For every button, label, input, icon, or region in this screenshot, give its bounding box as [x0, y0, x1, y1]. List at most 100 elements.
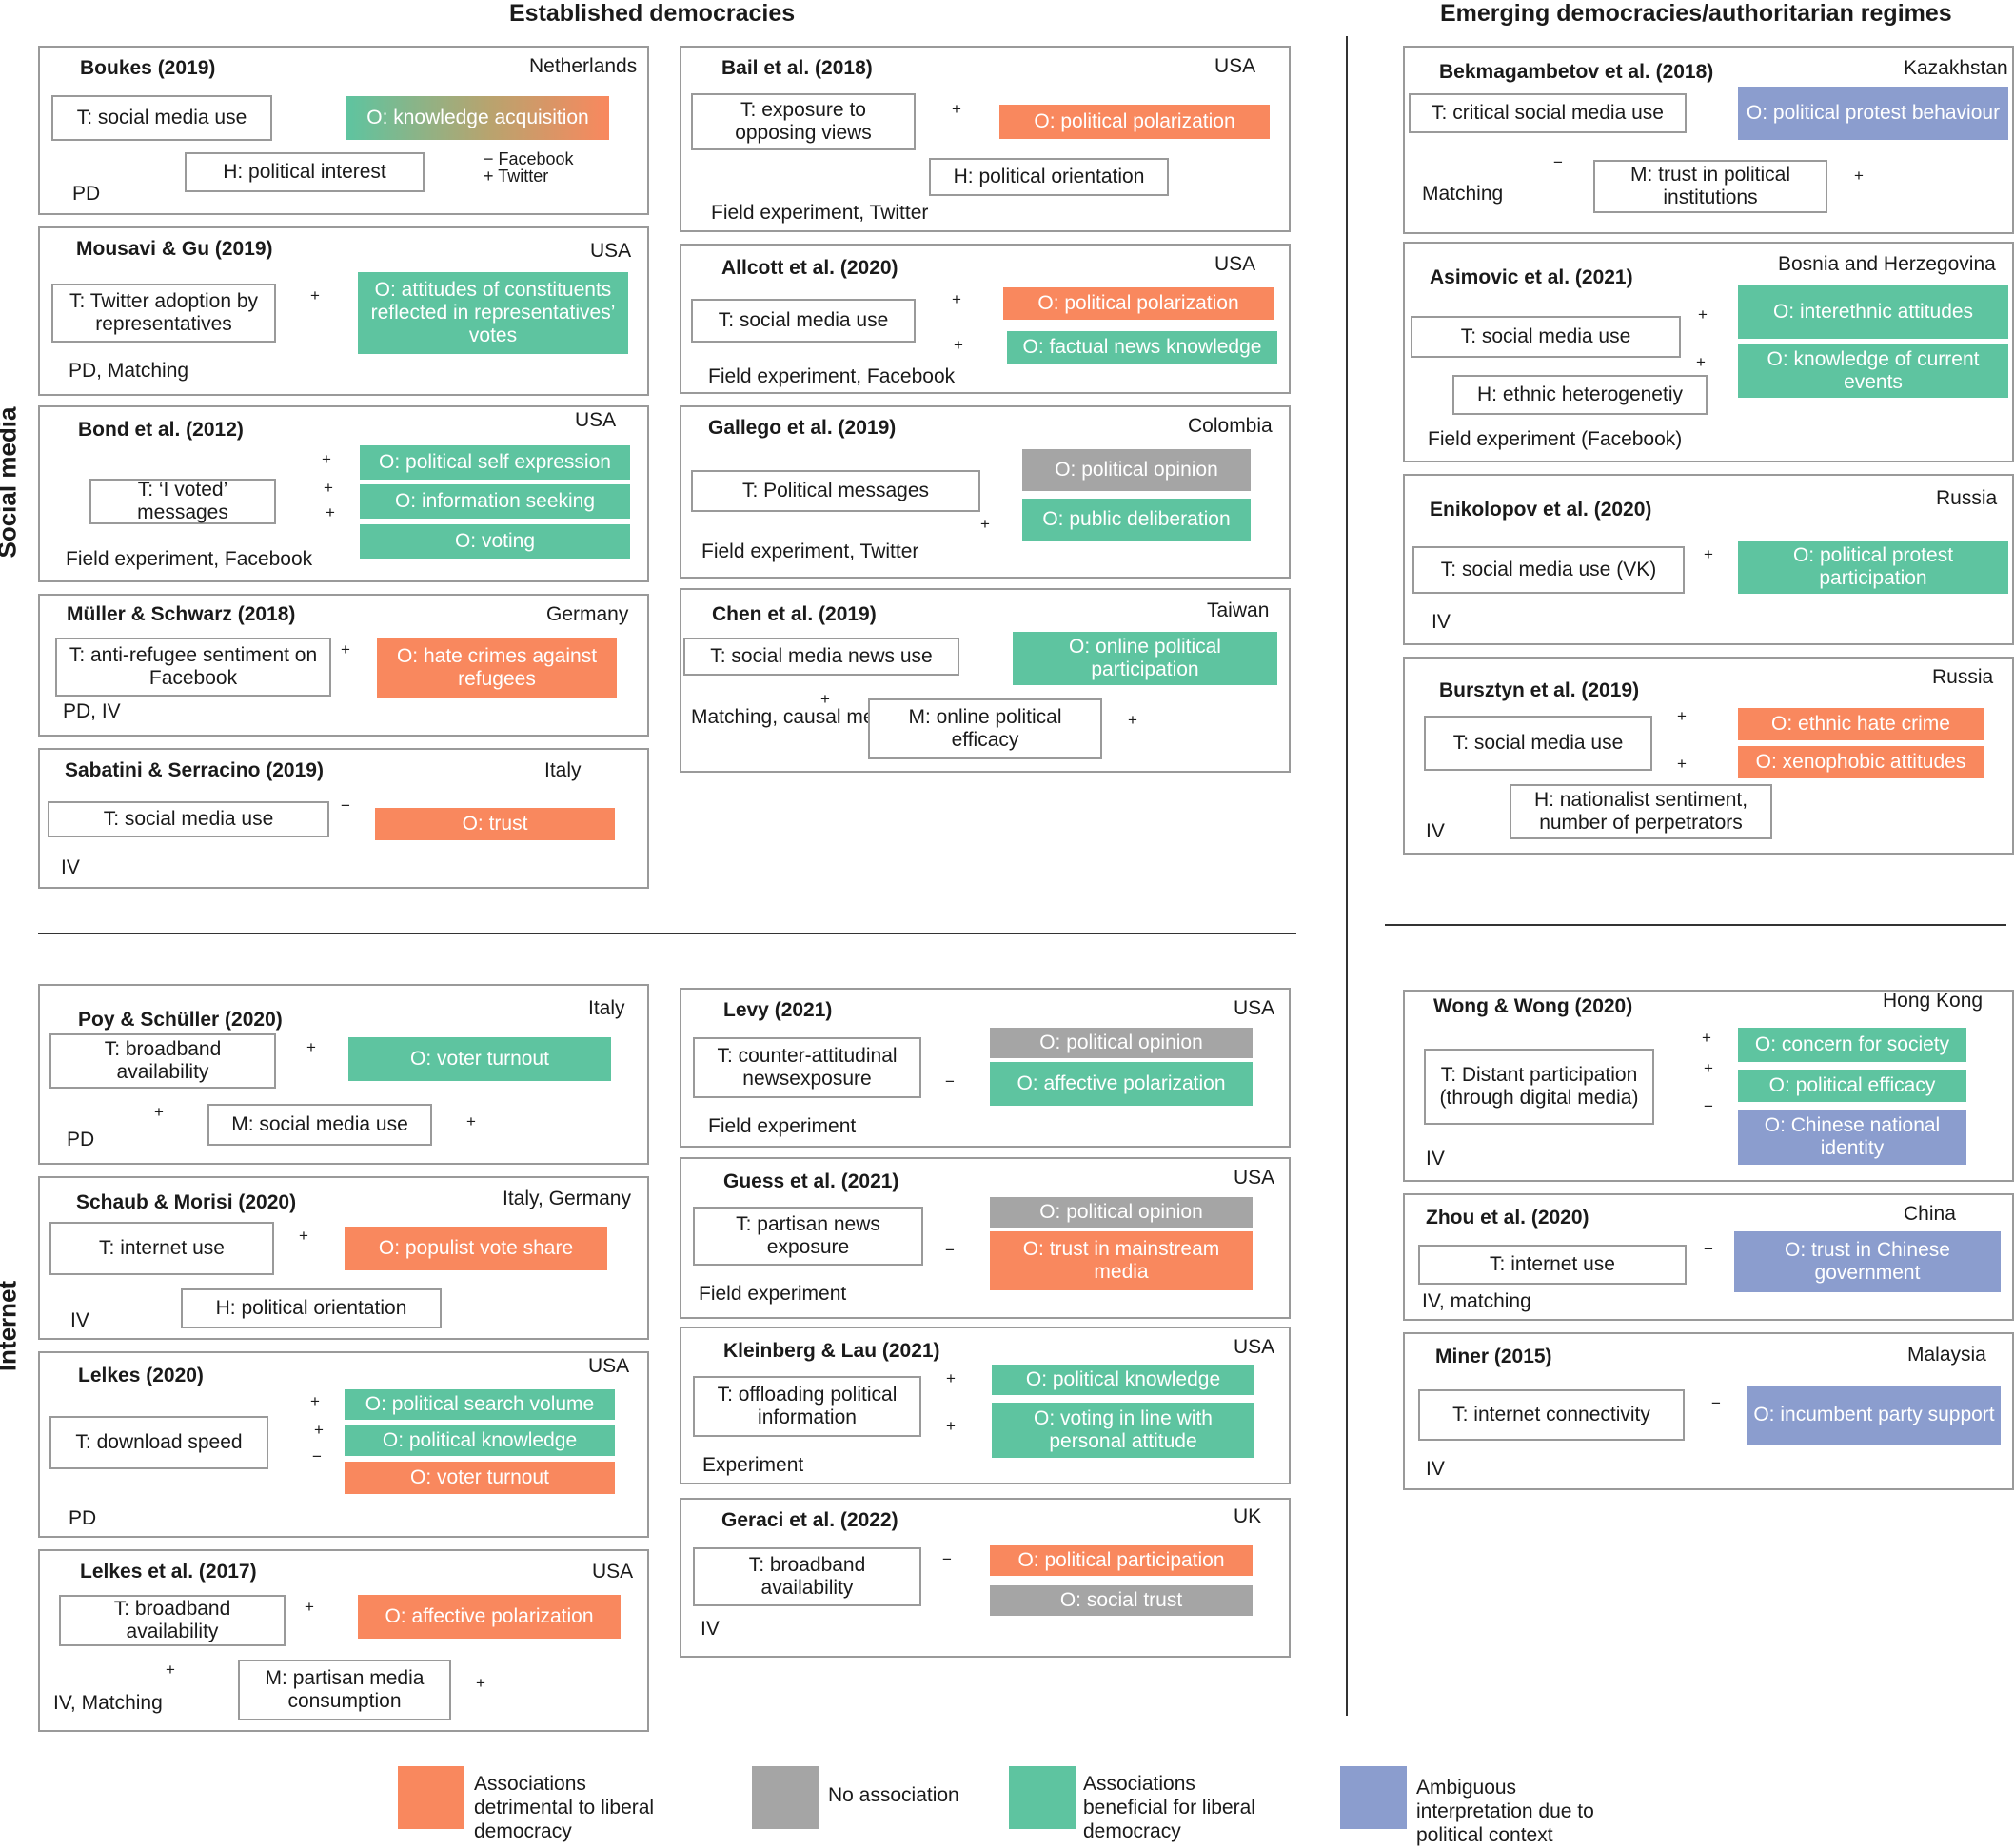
divider-horizontal-right	[1385, 924, 2006, 926]
legend-label: Associations detrimental to liberal demo…	[474, 1773, 655, 1843]
outcome-node: O: social trust	[990, 1585, 1253, 1616]
study-country: USA	[1234, 1336, 1275, 1358]
effect-sign: +	[1677, 755, 1687, 773]
study-country: Russia	[1936, 487, 1998, 509]
effect-sign: +	[305, 1598, 314, 1616]
platform-note: − Facebook	[484, 149, 574, 168]
outcome-node: O: political polarization	[1003, 287, 1274, 320]
heading-established: Established democracies	[509, 0, 796, 27]
treatment-node: T: broadband availability	[59, 1595, 286, 1646]
study-title: Sabatini & Serracino (2019)	[65, 759, 324, 781]
effect-sign: −	[1711, 1394, 1721, 1412]
effect-sign: +	[1696, 353, 1706, 371]
study-method: Field experiment	[699, 1283, 847, 1305]
outcome-node: O: political polarization	[999, 105, 1270, 139]
study-country: Netherlands	[529, 55, 638, 77]
study-method: Field experiment, Twitter	[701, 541, 919, 562]
study-method: Field experiment, Twitter	[711, 202, 929, 224]
treatment-node: T: social media news use	[683, 638, 959, 676]
outcome-node: O: interethnic attitudes	[1738, 285, 2008, 339]
study-title: Asimovic et al. (2021)	[1430, 266, 1633, 288]
divider-horizontal-left	[38, 933, 1296, 934]
outcome-node: O: attitudes of constituents reflected i…	[358, 272, 628, 354]
treatment-node: T: internet use	[49, 1222, 274, 1275]
study-title: Levy (2021)	[723, 999, 833, 1021]
treatment-node: T: partisan news exposure	[693, 1207, 923, 1266]
outcome-node: O: populist vote share	[345, 1227, 607, 1270]
outcome-node: O: voting in line with personal attitude	[992, 1403, 1254, 1458]
study-method: Field experiment, Facebook	[708, 365, 956, 387]
effect-sign: +	[1704, 545, 1713, 563]
treatment-node: T: offloading political information	[693, 1376, 921, 1437]
outcome-node: O: political self expression	[360, 445, 630, 480]
study-title: Bail et al. (2018)	[721, 57, 873, 79]
study-method: Field experiment (Facebook)	[1428, 428, 1683, 450]
heterogeneity-node: H: political orientation	[181, 1288, 442, 1328]
effect-sign: +	[820, 690, 830, 708]
study-title: Wong & Wong (2020)	[1433, 995, 1633, 1017]
mediator-node: M: trust in political institutions	[1593, 160, 1827, 213]
effect-sign: −	[312, 1447, 322, 1465]
treatment-node: T: internet connectivity	[1418, 1389, 1685, 1441]
treatment-node: T: Political messages	[691, 470, 980, 512]
study-title: Bekmagambetov et al. (2018)	[1439, 61, 1714, 83]
study-title: Gallego et al. (2019)	[708, 417, 897, 439]
treatment-node: T: social media use (VK)	[1412, 546, 1685, 594]
effect-sign: +	[946, 1417, 956, 1435]
effect-sign: −	[942, 1550, 952, 1568]
outcome-node: O: online political participation	[1013, 632, 1277, 685]
treatment-node: T: Twitter adoption by representatives	[51, 284, 276, 343]
mediator-node: M: online political efficacy	[868, 698, 1102, 759]
effect-sign: −	[341, 796, 350, 815]
effect-sign: +	[154, 1103, 164, 1121]
effect-sign: +	[980, 515, 990, 533]
heading-emerging: Emerging democracies/authoritarian regim…	[1440, 0, 1952, 27]
legend-label: No association	[828, 1784, 959, 1806]
row-label-internet: Internet	[0, 1280, 22, 1372]
study-method: PD, Matching	[69, 360, 189, 382]
effect-sign: −	[945, 1241, 955, 1259]
mediator-node: M: social media use	[207, 1104, 432, 1146]
effect-sign: +	[310, 1392, 320, 1410]
outcome-node: O: information seeking	[360, 484, 630, 519]
study-country: China	[1904, 1203, 1956, 1225]
study-country: Italy, Germany	[503, 1188, 631, 1209]
study-country: Kazakhstan	[1904, 57, 2008, 79]
study-title: Zhou et al. (2020)	[1426, 1207, 1589, 1229]
effect-sign: +	[946, 1369, 956, 1387]
outcome-node: O: voter turnout	[345, 1462, 615, 1494]
effect-sign: +	[1128, 711, 1137, 729]
outcome-node: O: incumbent party support	[1747, 1386, 2001, 1445]
study-title: Chen et al. (2019)	[712, 603, 877, 625]
outcome-node: O: trust	[375, 808, 615, 840]
effect-sign: +	[341, 640, 350, 659]
effect-sign: +	[1854, 167, 1864, 185]
study-method: PD	[72, 183, 101, 205]
study-country: USA	[588, 1355, 630, 1377]
study-method: Matching	[1422, 183, 1504, 205]
study-title: Poy & Schüller (2020)	[78, 1009, 283, 1031]
outcome-node: O: political opinion	[990, 1028, 1253, 1058]
effect-sign: +	[1704, 1059, 1713, 1077]
treatment-node: T: broadband availability	[693, 1547, 921, 1606]
outcome-node: O: Chinese national identity	[1738, 1110, 1966, 1165]
effect-sign: +	[324, 479, 333, 497]
effect-sign: −	[1553, 153, 1563, 171]
study-method: IV	[1426, 1458, 1445, 1480]
outcome-node: O: affective polarization	[990, 1062, 1253, 1106]
treatment-node: T: social media use	[48, 801, 329, 837]
study-title: Boukes (2019)	[80, 57, 216, 79]
study-title: Kleinberg & Lau (2021)	[723, 1340, 940, 1362]
outcome-node: O: hate crimes against refugees	[377, 638, 617, 698]
study-title: Müller & Schwarz (2018)	[67, 603, 296, 625]
study-country: USA	[1234, 997, 1275, 1019]
legend-swatch-no-association	[752, 1766, 819, 1829]
heterogeneity-node: H: nationalist sentiment, number of perp…	[1510, 784, 1772, 839]
heterogeneity-node: H: ethnic heterogenetiy	[1452, 375, 1708, 415]
study-country: USA	[590, 240, 632, 262]
study-title: Miner (2015)	[1435, 1346, 1552, 1367]
study-method: IV	[1426, 1148, 1445, 1170]
study-country: Germany	[546, 603, 629, 625]
divider-vertical	[1346, 36, 1348, 1716]
